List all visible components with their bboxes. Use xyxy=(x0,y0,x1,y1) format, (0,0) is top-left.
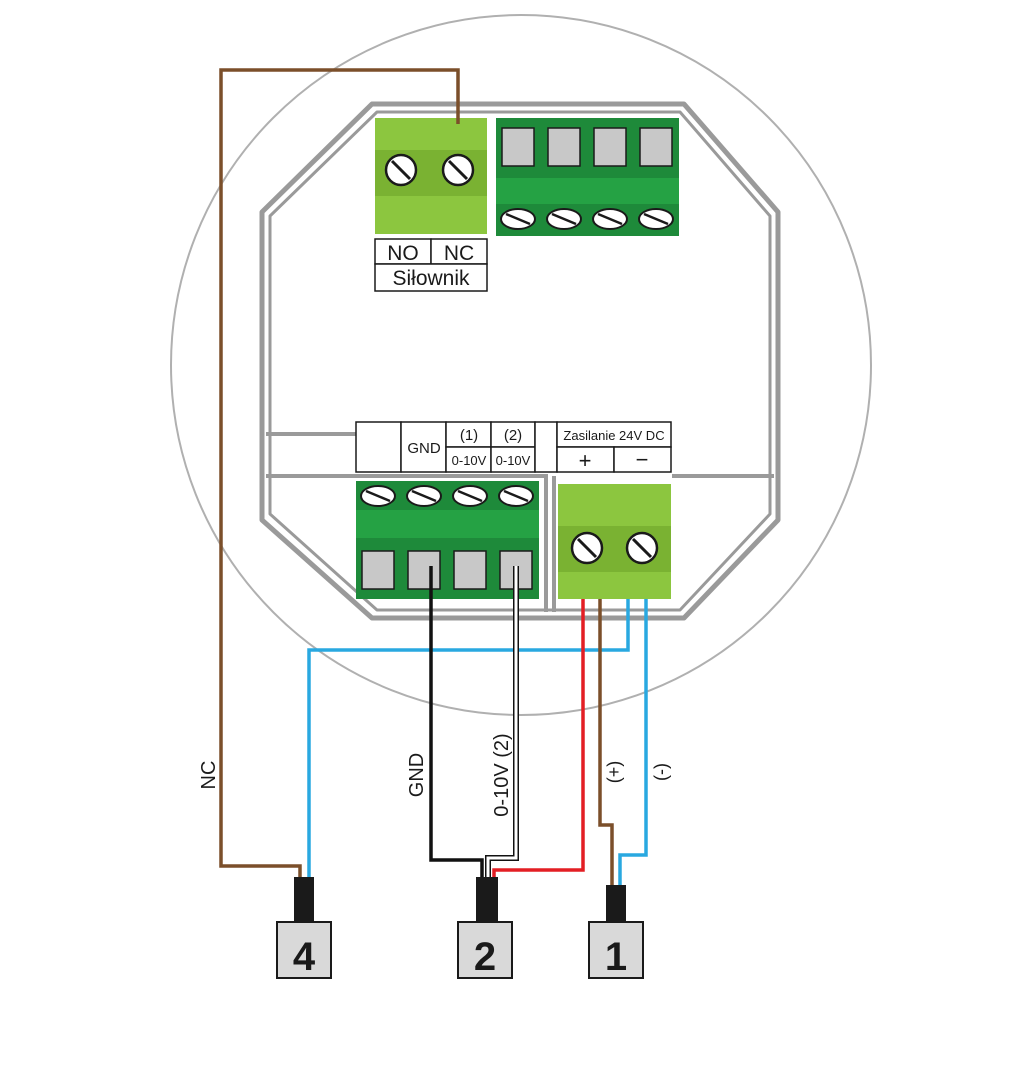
housing-partitions xyxy=(266,432,774,612)
label-ch1-number: (1) xyxy=(460,427,478,444)
wire-label-plus: (+) xyxy=(604,761,624,784)
label-no: NO xyxy=(387,242,419,265)
wire-label-minus: (-) xyxy=(651,763,671,781)
signal-terminal-block xyxy=(356,481,539,599)
wire-nc-brown xyxy=(219,68,460,878)
wire-blue-minus xyxy=(618,599,648,886)
wire-label-gnd: GND xyxy=(406,753,428,797)
device-housing xyxy=(259,101,781,621)
label-minus: − xyxy=(636,447,649,472)
wire-signal-white xyxy=(486,566,518,878)
wire-label-signal: 0-10V (2) xyxy=(491,733,513,816)
wire-red-plus xyxy=(492,599,585,878)
label-actuator: Siłownik xyxy=(392,267,470,290)
connector-label-4: 4 xyxy=(293,935,316,979)
wire-blue-to-4 xyxy=(307,599,630,878)
actuator-label-table xyxy=(374,238,488,292)
wire-gnd-black xyxy=(429,566,484,878)
signal-label-table xyxy=(355,421,672,473)
label-ch2-number: (2) xyxy=(504,427,522,444)
wire-label-nc: NC xyxy=(198,761,220,790)
connector-plug-2 xyxy=(457,877,513,979)
label-power-supply: Zasilanie 24V DC xyxy=(563,428,664,443)
power-terminal-block xyxy=(558,484,671,599)
wire-brown-plus xyxy=(598,599,614,886)
label-plus: + xyxy=(579,448,592,473)
label-ch1-voltage: 0-10V xyxy=(452,453,487,468)
connector-label-2: 2 xyxy=(474,935,496,979)
connector-label-1: 1 xyxy=(605,935,627,979)
connector-plug-1 xyxy=(588,885,644,979)
connector-plug-4 xyxy=(276,877,332,979)
label-nc: NC xyxy=(444,242,474,265)
label-gnd: GND xyxy=(407,440,441,457)
label-ch2-voltage: 0-10V xyxy=(496,453,531,468)
top-right-terminal-block xyxy=(496,118,679,236)
wire-signal-outline xyxy=(485,566,519,878)
wall-plate-outline xyxy=(170,14,872,716)
actuator-terminal-block xyxy=(375,118,487,234)
